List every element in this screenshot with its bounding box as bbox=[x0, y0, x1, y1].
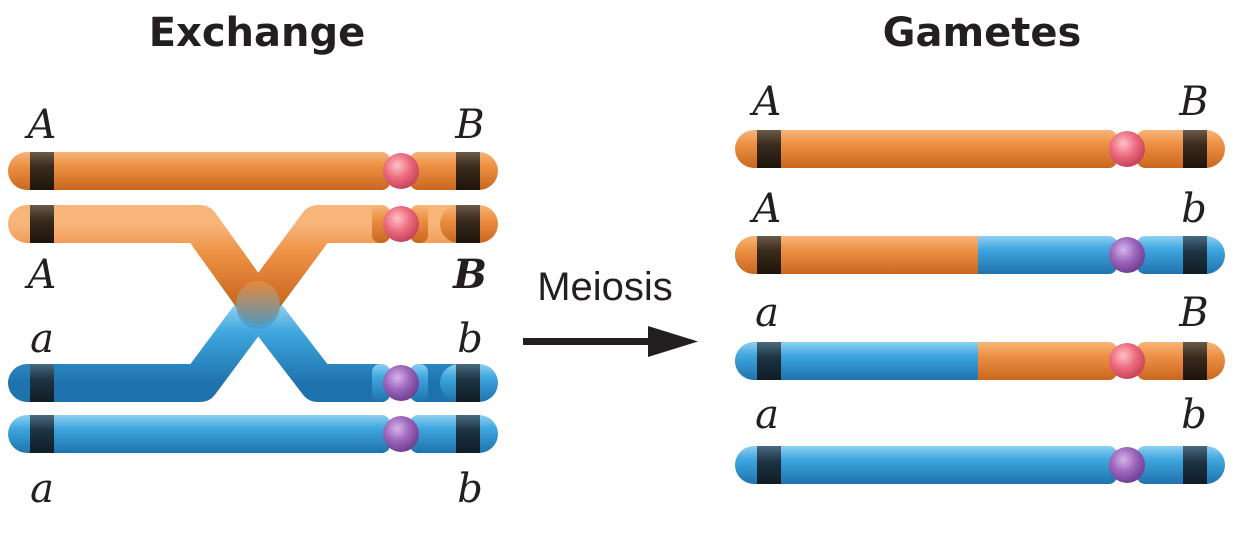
locus-a-band bbox=[30, 415, 54, 453]
centromere-purple bbox=[1109, 447, 1145, 483]
allele-label: B bbox=[1178, 290, 1208, 336]
locus-a-band bbox=[30, 205, 54, 243]
crossover-region bbox=[8, 203, 498, 404]
allele-label: a bbox=[30, 466, 54, 512]
locus-a-band bbox=[757, 342, 781, 380]
exchange-strand-4 bbox=[8, 413, 498, 455]
allele-label: b bbox=[457, 466, 483, 512]
locus-b-band bbox=[456, 205, 480, 243]
centromere-purple bbox=[383, 365, 419, 401]
centromere-purple bbox=[383, 416, 419, 452]
locus-a-band bbox=[30, 152, 54, 190]
allele-label: A bbox=[749, 79, 782, 125]
locus-b-band bbox=[1183, 236, 1207, 274]
locus-a-band bbox=[757, 130, 781, 168]
allele-label: B bbox=[452, 251, 487, 298]
gamete-4 bbox=[735, 444, 1225, 486]
allele-label: a bbox=[30, 316, 54, 362]
allele-label: a bbox=[755, 290, 779, 336]
exchange-title: Exchange bbox=[149, 10, 366, 56]
allele-label: b bbox=[457, 316, 483, 362]
locus-a-band bbox=[30, 364, 54, 402]
locus-a-band bbox=[757, 446, 781, 484]
gamete-2 bbox=[735, 234, 1225, 276]
centromere-red bbox=[1109, 343, 1145, 379]
locus-b-band bbox=[1183, 446, 1207, 484]
allele-label: B bbox=[454, 102, 484, 148]
exchange-strand-1 bbox=[8, 150, 498, 192]
allele-label: B bbox=[1178, 79, 1208, 125]
centromere-red bbox=[1109, 131, 1145, 167]
allele-label: A bbox=[749, 186, 782, 232]
meiosis-label: Meiosis bbox=[537, 265, 673, 309]
centromere-red bbox=[383, 206, 419, 242]
locus-b-band bbox=[1183, 342, 1207, 380]
gametes-title: Gametes bbox=[883, 10, 1082, 56]
allele-label: A bbox=[24, 102, 57, 148]
allele-label: b bbox=[1181, 186, 1207, 232]
locus-b-band bbox=[1183, 130, 1207, 168]
allele-label: A bbox=[24, 252, 57, 298]
centromere-red bbox=[383, 153, 419, 189]
allele-label: b bbox=[1181, 392, 1207, 438]
gamete-1 bbox=[735, 128, 1225, 170]
locus-b-band bbox=[456, 415, 480, 453]
locus-a-band bbox=[757, 236, 781, 274]
allele-label: a bbox=[755, 392, 779, 438]
gamete-3 bbox=[735, 340, 1225, 382]
right-arrow-icon bbox=[523, 326, 698, 357]
locus-b-band bbox=[456, 152, 480, 190]
centromere-purple bbox=[1109, 237, 1145, 273]
locus-b-band bbox=[456, 364, 480, 402]
